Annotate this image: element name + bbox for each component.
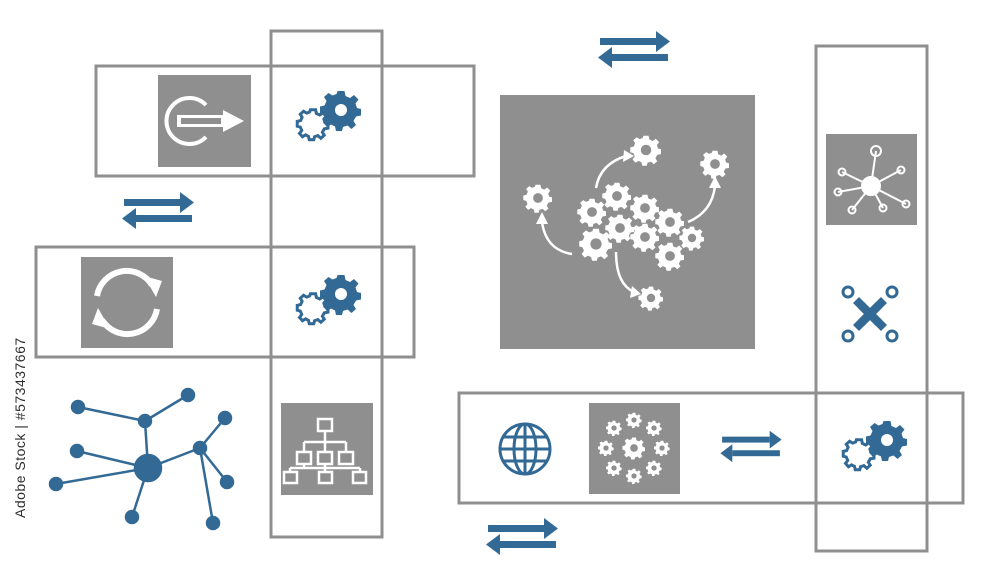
power-arrow-icon bbox=[164, 96, 244, 146]
cube-net-right bbox=[457, 44, 965, 553]
transfer-arrows-icon bbox=[122, 192, 194, 229]
gears-icon bbox=[295, 273, 363, 326]
gear-cluster-tile bbox=[500, 95, 755, 349]
power-arrow-tile bbox=[158, 75, 251, 167]
gears-icon bbox=[841, 419, 909, 472]
gears-icon bbox=[295, 89, 363, 142]
transfer-arrows-icon bbox=[598, 31, 670, 68]
cube-net-left bbox=[34, 29, 476, 539]
transfer-arrows-icon bbox=[720, 430, 782, 463]
gear-cluster-icon bbox=[523, 135, 729, 311]
hierarchy-tile bbox=[281, 403, 373, 495]
network-hub-icon bbox=[48, 387, 235, 531]
refresh-tile bbox=[81, 257, 173, 348]
node-network-tile bbox=[826, 134, 917, 225]
shrink-arrows-icon bbox=[841, 285, 899, 343]
gear-ring-icon bbox=[598, 412, 670, 484]
transfer-arrows-icon bbox=[486, 518, 558, 555]
globe-icon bbox=[498, 422, 552, 476]
gear-ring-tile bbox=[589, 403, 680, 494]
hierarchy-icon bbox=[282, 417, 368, 485]
node-network-icon bbox=[833, 145, 911, 215]
